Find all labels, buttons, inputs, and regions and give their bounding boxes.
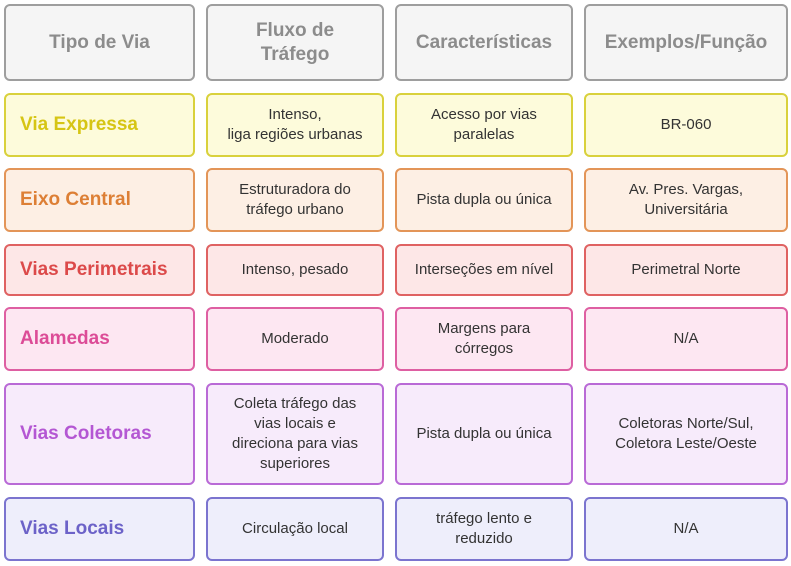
row-type-label: Vias Locais <box>4 497 195 561</box>
row-flow-cell: Intenso, liga regiões urbanas <box>206 93 384 157</box>
header-caracteristicas: Características <box>395 4 573 81</box>
row-type-label: Via Expressa <box>4 93 195 157</box>
row-characteristics-cell: tráfego lento e reduzido <box>395 497 573 561</box>
row-examples-cell: Perimetral Norte <box>584 244 788 296</box>
row-examples-cell: N/A <box>584 497 788 561</box>
row-flow-cell: Estruturadora do tráfego urbano <box>206 168 384 232</box>
row-flow-cell: Circulação local <box>206 497 384 561</box>
row-characteristics-cell: Interseções em nível <box>395 244 573 296</box>
row-type-label: Alamedas <box>4 307 195 371</box>
row-characteristics-cell: Acesso por vias paralelas <box>395 93 573 157</box>
row-flow-cell: Moderado <box>206 307 384 371</box>
row-type-label: Vias Perimetrais <box>4 244 195 296</box>
row-type-label: Eixo Central <box>4 168 195 232</box>
row-examples-cell: N/A <box>584 307 788 371</box>
header-fluxo-de-trafego: Fluxo de Tráfego <box>206 4 384 81</box>
row-examples-cell: Coletoras Norte/Sul, Coletora Leste/Oest… <box>584 383 788 485</box>
header-exemplos-funcao: Exemplos/Função <box>584 4 788 81</box>
row-flow-cell: Intenso, pesado <box>206 244 384 296</box>
row-examples-cell: Av. Pres. Vargas, Universitária <box>584 168 788 232</box>
row-flow-cell: Coleta tráfego das vias locais e direcio… <box>206 383 384 485</box>
header-tipo-de-via: Tipo de Via <box>4 4 195 81</box>
row-type-label: Vias Coletoras <box>4 383 195 485</box>
row-characteristics-cell: Margens para córregos <box>395 307 573 371</box>
row-examples-cell: BR-060 <box>584 93 788 157</box>
row-characteristics-cell: Pista dupla ou única <box>395 168 573 232</box>
row-characteristics-cell: Pista dupla ou única <box>395 383 573 485</box>
